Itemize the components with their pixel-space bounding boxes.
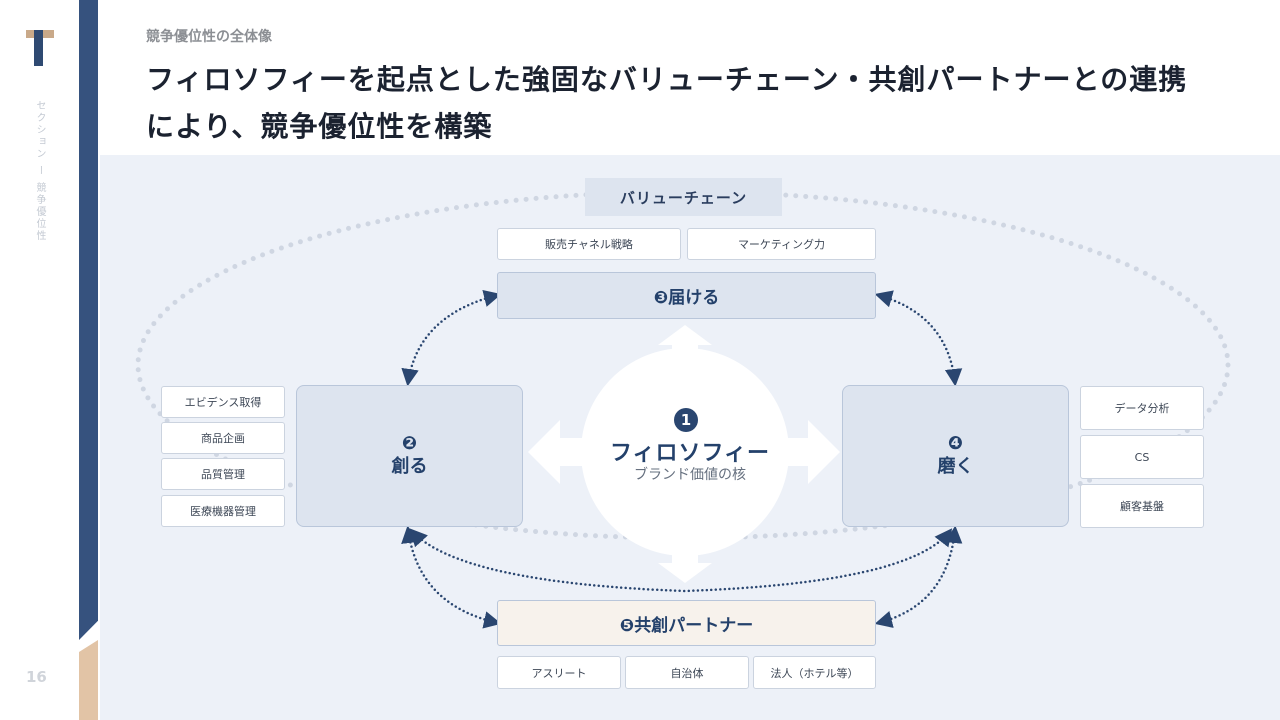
create-item: エビデンス取得 — [161, 386, 285, 418]
stage-polish-number: ❹ — [947, 433, 964, 454]
stage-partner: ❺共創パートナー — [497, 600, 876, 646]
partner-item: アスリート — [497, 656, 621, 689]
partner-item: 法人（ホテル等） — [753, 656, 876, 689]
core-number: 1 — [674, 408, 698, 432]
section-nav-label: セクション ー 競争優位性 — [34, 100, 45, 243]
deliver-item: マーケティング力 — [687, 228, 876, 260]
brand-logo — [26, 30, 54, 66]
polish-item: 顧客基盤 — [1080, 484, 1204, 528]
stage-create: ❷ 創る — [296, 385, 523, 527]
page-title: フィロソフィーを起点とした強固なバリューチェーン・共創パートナーとの連携により、… — [146, 63, 1188, 143]
stage-polish: ❹ 磨く — [842, 385, 1069, 527]
create-item: 品質管理 — [161, 458, 285, 490]
stage-polish-name: 磨く — [937, 456, 974, 477]
deliver-item: 販売チャネル戦略 — [497, 228, 681, 260]
diagram-graphics — [135, 189, 1231, 629]
core-subtitle: ブランド価値の核 — [634, 467, 746, 483]
core-name: フィロソフィー — [609, 441, 771, 466]
page-number: 16 — [26, 668, 47, 686]
stage-create-name: 創る — [391, 456, 428, 477]
polish-item: データ分析 — [1080, 386, 1204, 430]
stage-create-number: ❷ — [401, 433, 418, 454]
accent-rail-beige — [79, 640, 98, 720]
value-chain-label: バリューチェーン — [585, 178, 782, 216]
section-label: 競争優位性の全体像 — [146, 29, 272, 45]
cycle-arrows — [401, 289, 963, 629]
diagram-panel: バリューチェーン 販売チャネル戦略 マーケティング力 ❸届ける エビデンス取得 … — [100, 155, 1280, 720]
partner-item: 自治体 — [625, 656, 749, 689]
create-item: 商品企画 — [161, 422, 285, 454]
core-arrows — [528, 325, 840, 583]
stage-deliver: ❸届ける — [497, 272, 876, 319]
polish-item: CS — [1080, 435, 1204, 479]
create-item: 医療機器管理 — [161, 495, 285, 527]
accent-rail-blue — [79, 0, 98, 640]
core-circle — [581, 348, 789, 556]
